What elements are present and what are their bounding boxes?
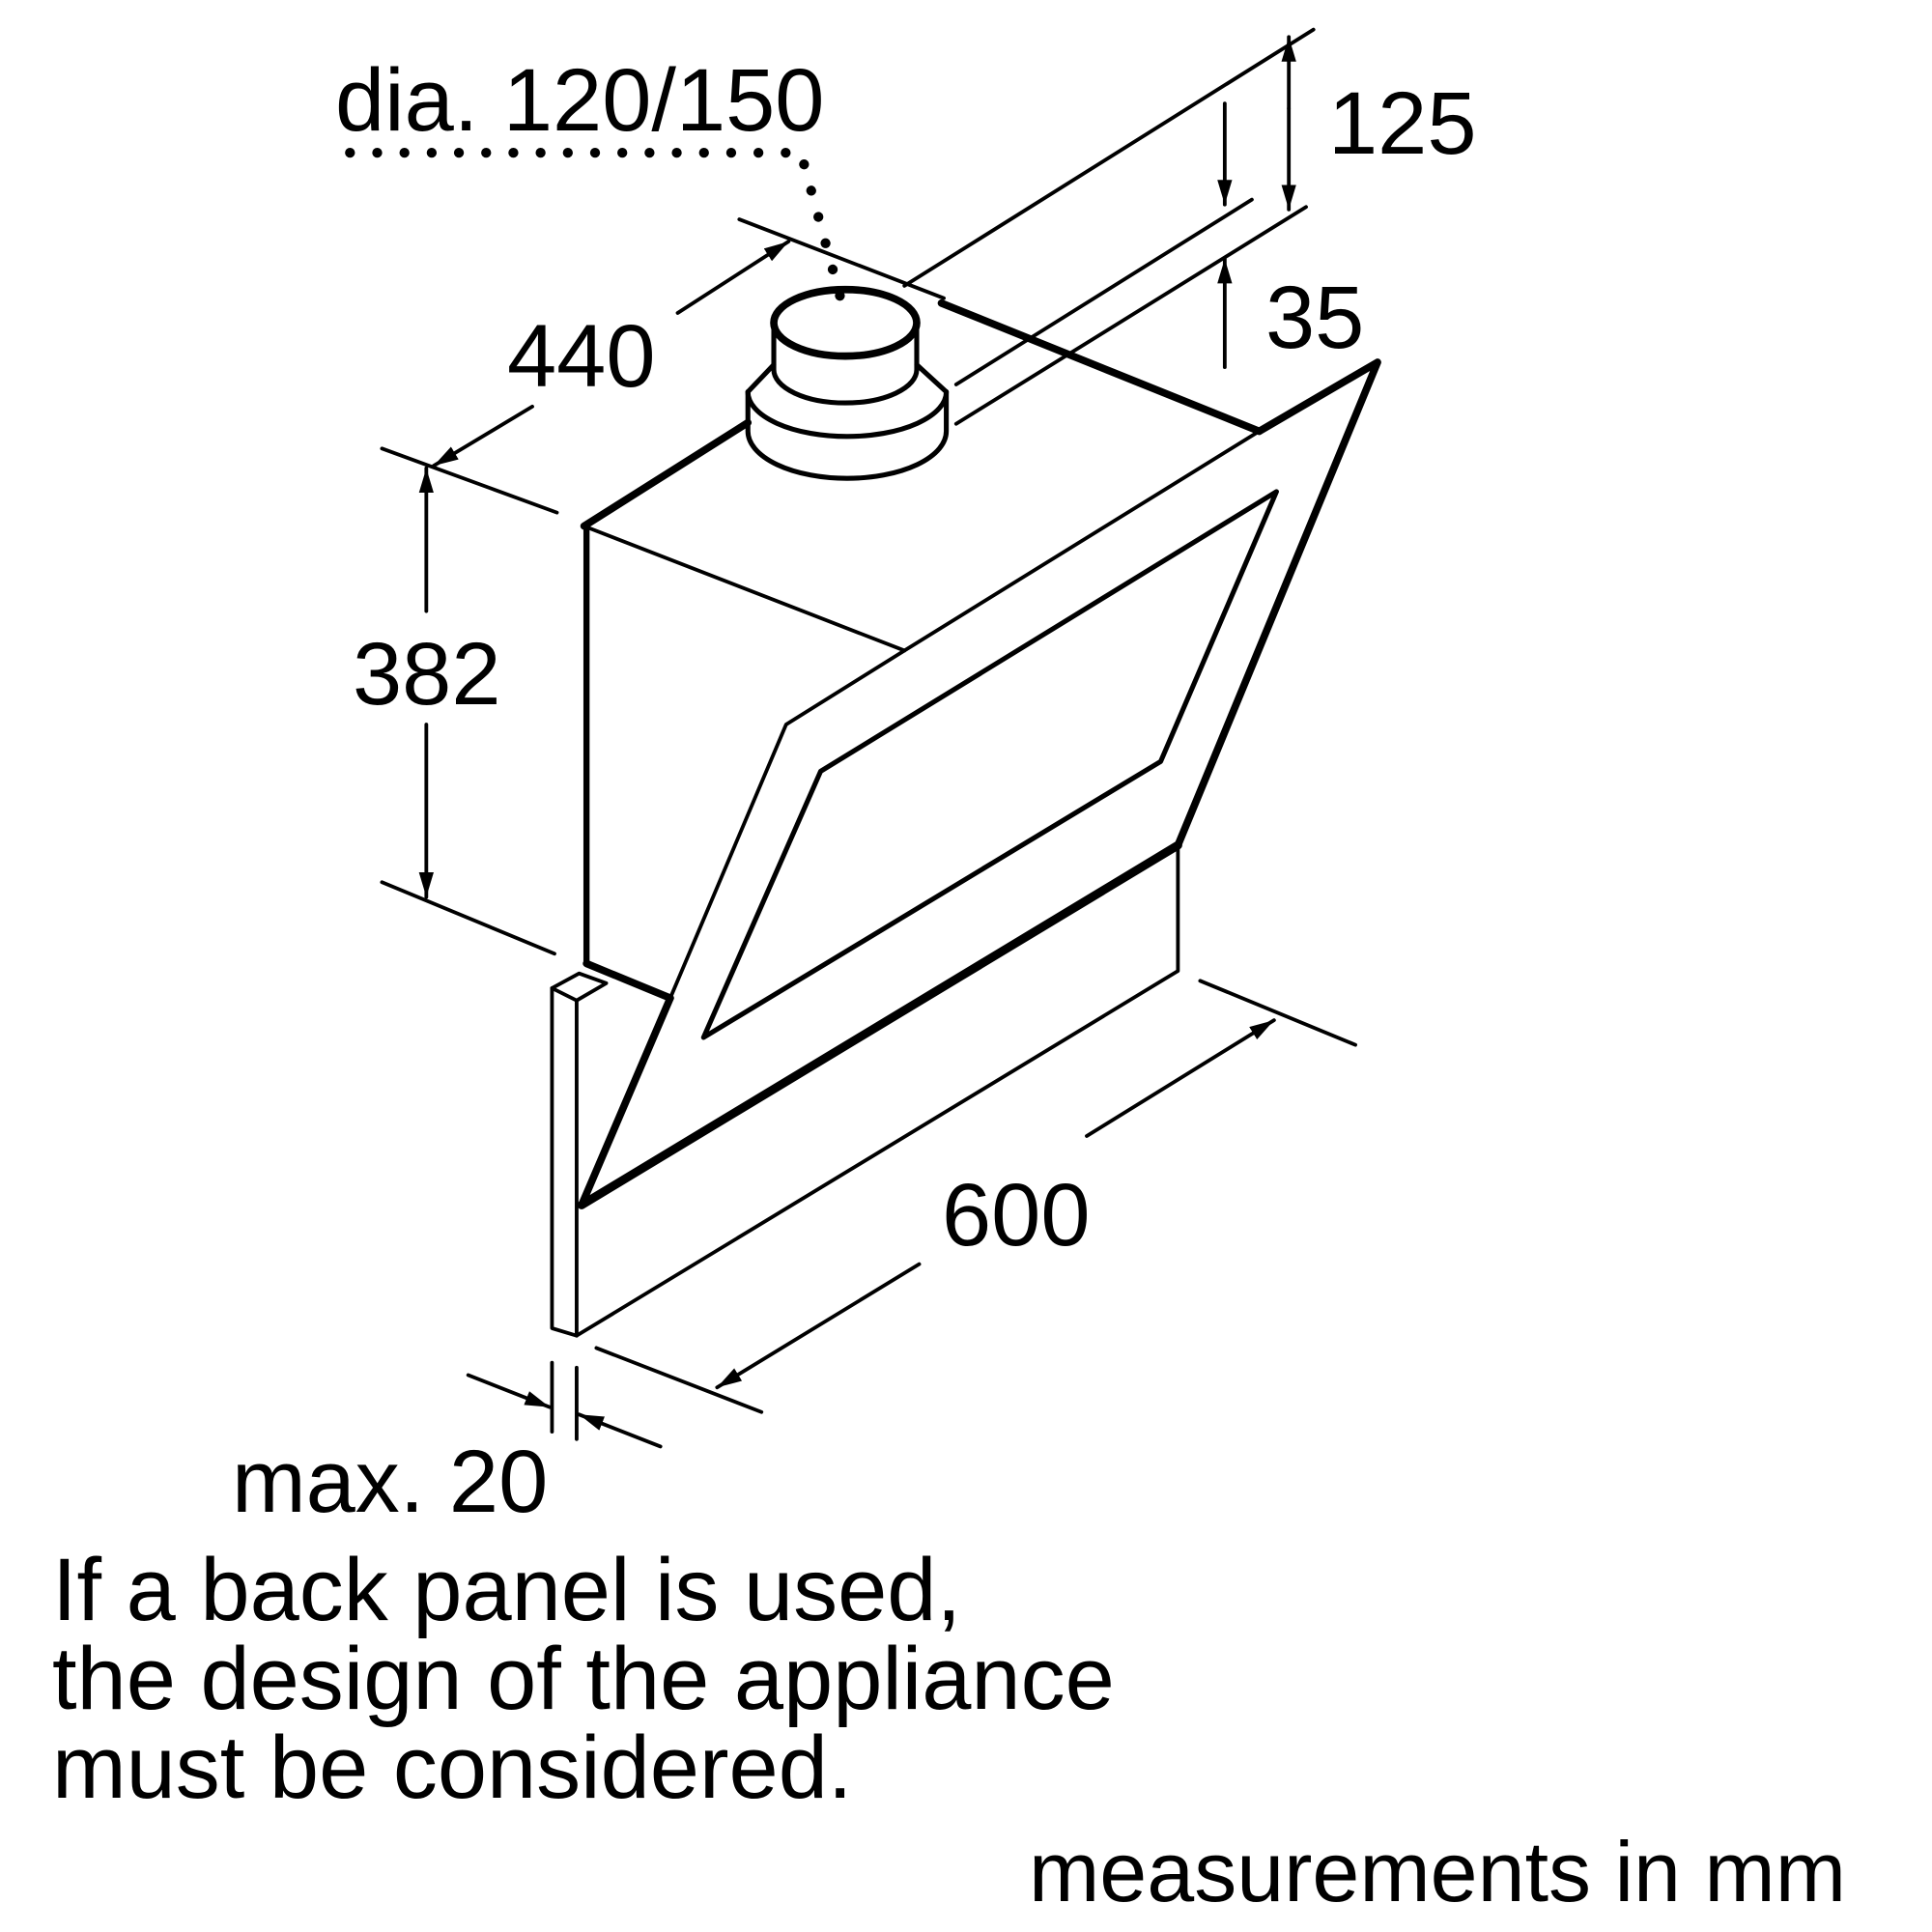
top-offset-label: 125 xyxy=(1328,74,1477,173)
units-label: measurements in mm xyxy=(1029,1824,1847,1919)
hood-body xyxy=(550,298,1381,1338)
duct-collar xyxy=(745,285,950,481)
width-label: 600 xyxy=(942,1166,1091,1264)
note-line-1: If a back panel is used, xyxy=(52,1541,962,1639)
chimney-height-label: 382 xyxy=(353,625,501,724)
duct-diameter-label: dia. 120/150 xyxy=(335,51,825,150)
diameter-leader xyxy=(345,148,851,321)
back-panel-gap-label: max. 20 xyxy=(232,1433,549,1531)
depth-label: 440 xyxy=(507,307,656,406)
back-panel-note: If a back panel is used, the design of t… xyxy=(52,1546,1115,1812)
note-line-2: the design of the appliance xyxy=(52,1630,1115,1728)
dimension-arrows xyxy=(418,35,1296,1449)
note-line-3: must be considered. xyxy=(52,1719,853,1817)
extension-lines xyxy=(380,27,1357,1441)
top-gap-label: 35 xyxy=(1265,269,1365,367)
